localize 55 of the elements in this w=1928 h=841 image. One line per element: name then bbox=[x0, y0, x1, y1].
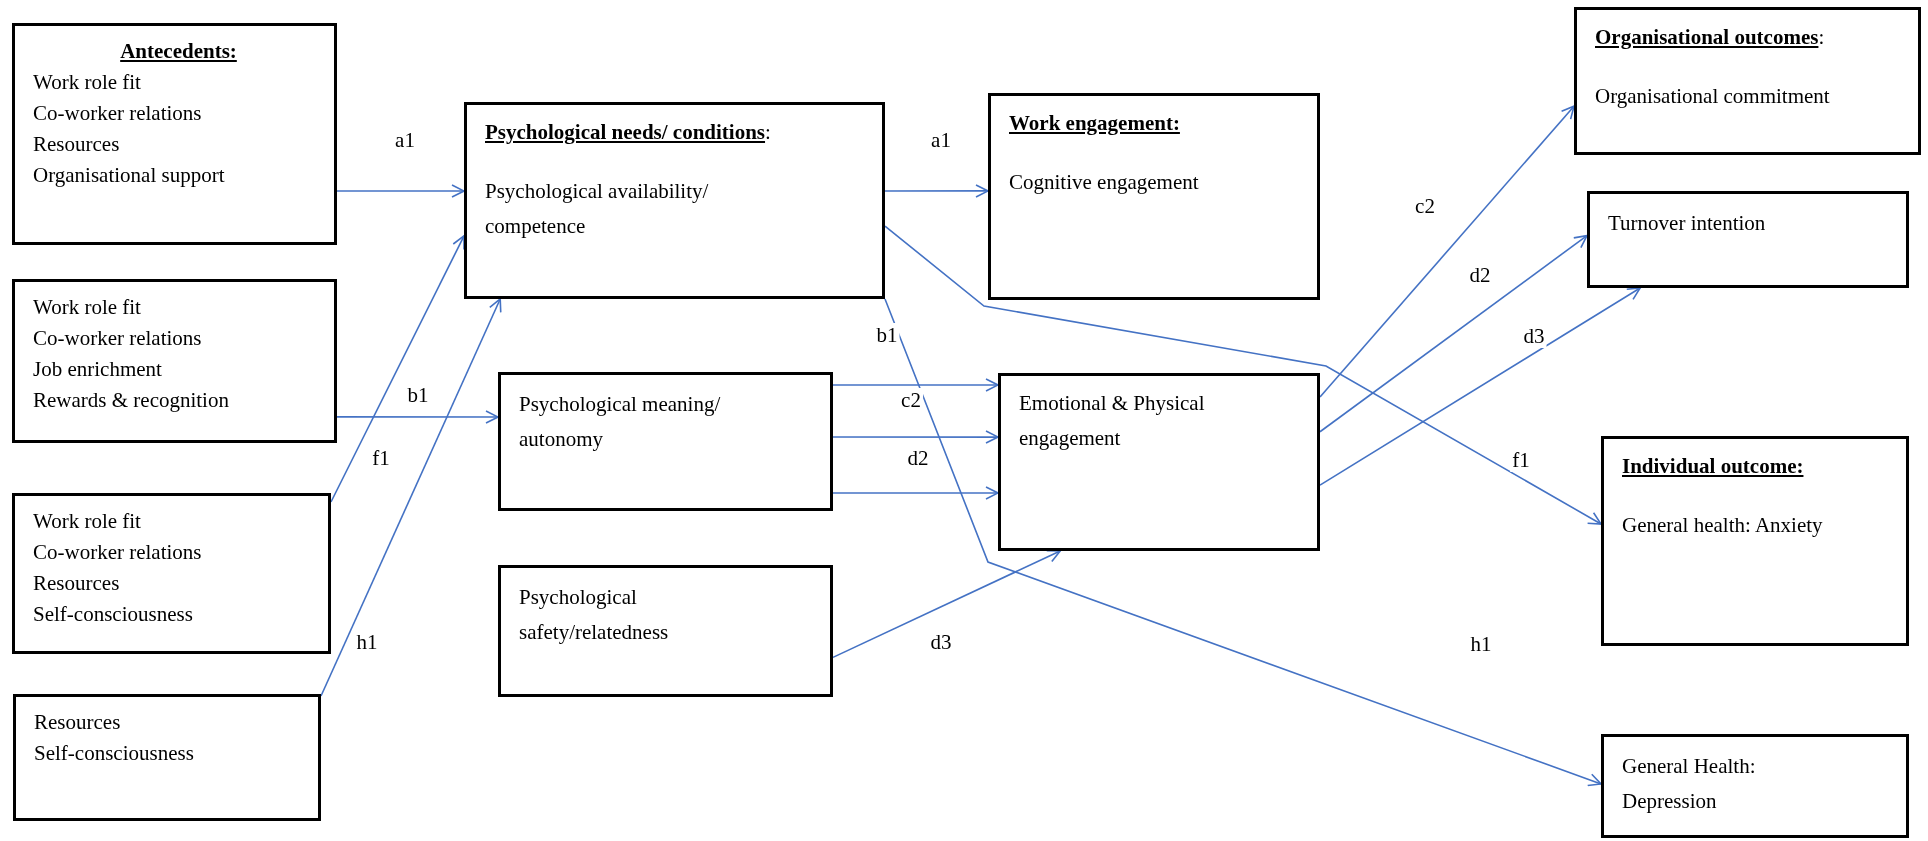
box-heading: Psychological needs/ conditions: bbox=[485, 119, 772, 146]
arrow bbox=[832, 486, 999, 500]
text-box bbox=[988, 93, 1320, 300]
box-text: Turnover intention bbox=[1608, 210, 1767, 237]
arrow bbox=[336, 410, 499, 424]
box-text: Self-consciousness bbox=[33, 601, 194, 628]
text-box bbox=[12, 493, 331, 654]
box-text: Work role fit bbox=[33, 69, 142, 96]
text-box bbox=[1601, 734, 1909, 838]
box-text: Cognitive engagement bbox=[1009, 169, 1200, 196]
box-text: Resources bbox=[33, 570, 121, 597]
box-text: Self-consciousness bbox=[34, 740, 195, 767]
arrow bbox=[1319, 105, 1575, 398]
box-heading: Individual outcome: bbox=[1622, 453, 1805, 480]
box-text: Psychological safety/relatedness bbox=[519, 584, 670, 646]
text-box bbox=[12, 23, 337, 245]
text-box bbox=[1587, 191, 1909, 288]
text-box bbox=[498, 372, 833, 511]
text-box bbox=[498, 565, 833, 697]
box-heading: Work engagement: bbox=[1009, 110, 1181, 137]
arrow bbox=[832, 549, 1061, 659]
text-box bbox=[12, 279, 337, 443]
arrow bbox=[884, 298, 1602, 787]
text-box bbox=[464, 102, 885, 299]
box-text: Work role fit bbox=[33, 294, 142, 321]
arrow bbox=[832, 430, 999, 444]
box-text: Psychological availability/ competence bbox=[485, 178, 710, 240]
box-text: Co-worker relations bbox=[33, 539, 203, 566]
box-text: Resources bbox=[33, 131, 121, 158]
text-box bbox=[1574, 7, 1921, 155]
arrow bbox=[330, 235, 465, 503]
text-box bbox=[998, 373, 1320, 551]
arrow bbox=[320, 298, 502, 697]
box-text: Resources bbox=[34, 709, 122, 736]
arrow bbox=[884, 225, 1602, 525]
box-text: General Health: Depression bbox=[1622, 753, 1757, 815]
arrow bbox=[884, 184, 989, 198]
arrow bbox=[336, 184, 465, 198]
text-box bbox=[13, 694, 321, 821]
box-text: Organisational support bbox=[33, 162, 226, 189]
box-text: Psychological meaning/ autonomy bbox=[519, 391, 722, 453]
box-text: Co-worker relations bbox=[33, 100, 203, 127]
box-heading: Antecedents: bbox=[119, 38, 238, 65]
arrow bbox=[1319, 287, 1641, 486]
box-text: Organisational commitment bbox=[1595, 83, 1831, 110]
arrow bbox=[1319, 234, 1588, 433]
box-heading: Organisational outcomes: bbox=[1595, 24, 1826, 51]
arrow bbox=[832, 378, 999, 392]
box-text: Emotional & Physical engagement bbox=[1019, 390, 1206, 452]
box-text: Work role fit bbox=[33, 508, 142, 535]
text-box bbox=[1601, 436, 1909, 646]
box-text: Co-worker relations bbox=[33, 325, 203, 352]
box-text: General health: Anxiety bbox=[1622, 512, 1824, 539]
box-text: Job enrichment bbox=[33, 356, 163, 383]
box-text: Rewards & recognition bbox=[33, 387, 230, 414]
